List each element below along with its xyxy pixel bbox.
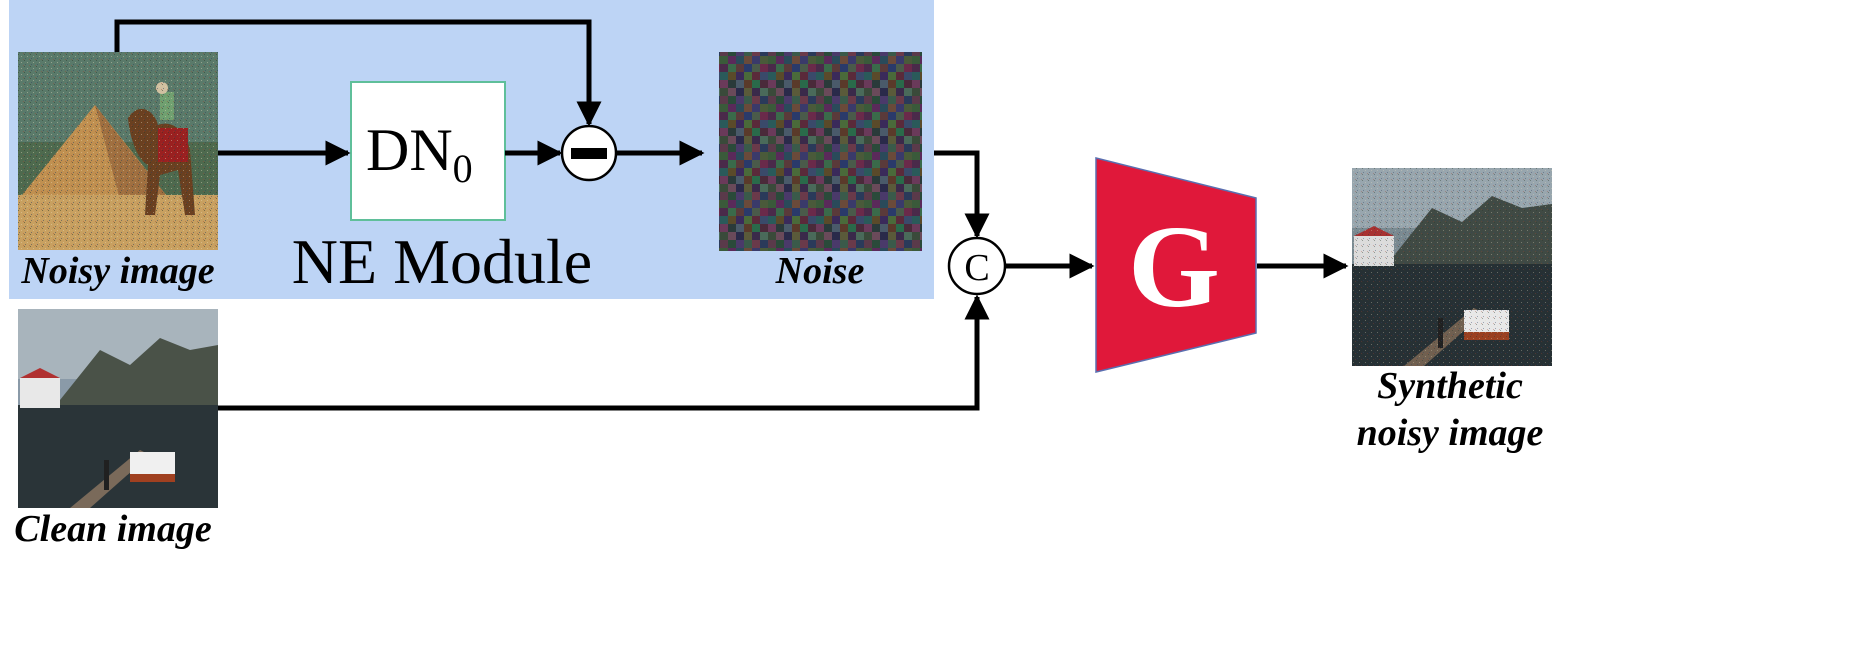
- synthetic-label-line1: Synthetic: [1377, 365, 1523, 407]
- noisy-image: [18, 52, 218, 250]
- generator-label: G: [1128, 201, 1220, 332]
- noise-image: [719, 52, 922, 251]
- clean-image-label: Clean image: [14, 508, 212, 550]
- arrow-noise-to-concat: [934, 150, 990, 239]
- arrow-noisy-skip-to-subtract: [114, 19, 602, 127]
- denoiser-subscript: 0: [453, 146, 473, 191]
- minus-icon: [571, 148, 607, 159]
- connectors: [114, 19, 1349, 411]
- synthetic-label-line2: noisy image: [1357, 412, 1544, 454]
- denoiser-box: [350, 81, 506, 221]
- denoiser-label: DN0: [366, 117, 473, 191]
- arrow-clean-to-concat: [218, 294, 990, 411]
- noisy-image-label: Noisy image: [20, 250, 214, 292]
- ne-module-label: NE Module: [292, 226, 592, 297]
- noise-label: Noise: [775, 250, 865, 292]
- concat-symbol: C: [964, 247, 989, 289]
- generator-block: [1095, 157, 1257, 373]
- clean-image: [18, 309, 218, 508]
- synthetic-image: [1352, 168, 1552, 366]
